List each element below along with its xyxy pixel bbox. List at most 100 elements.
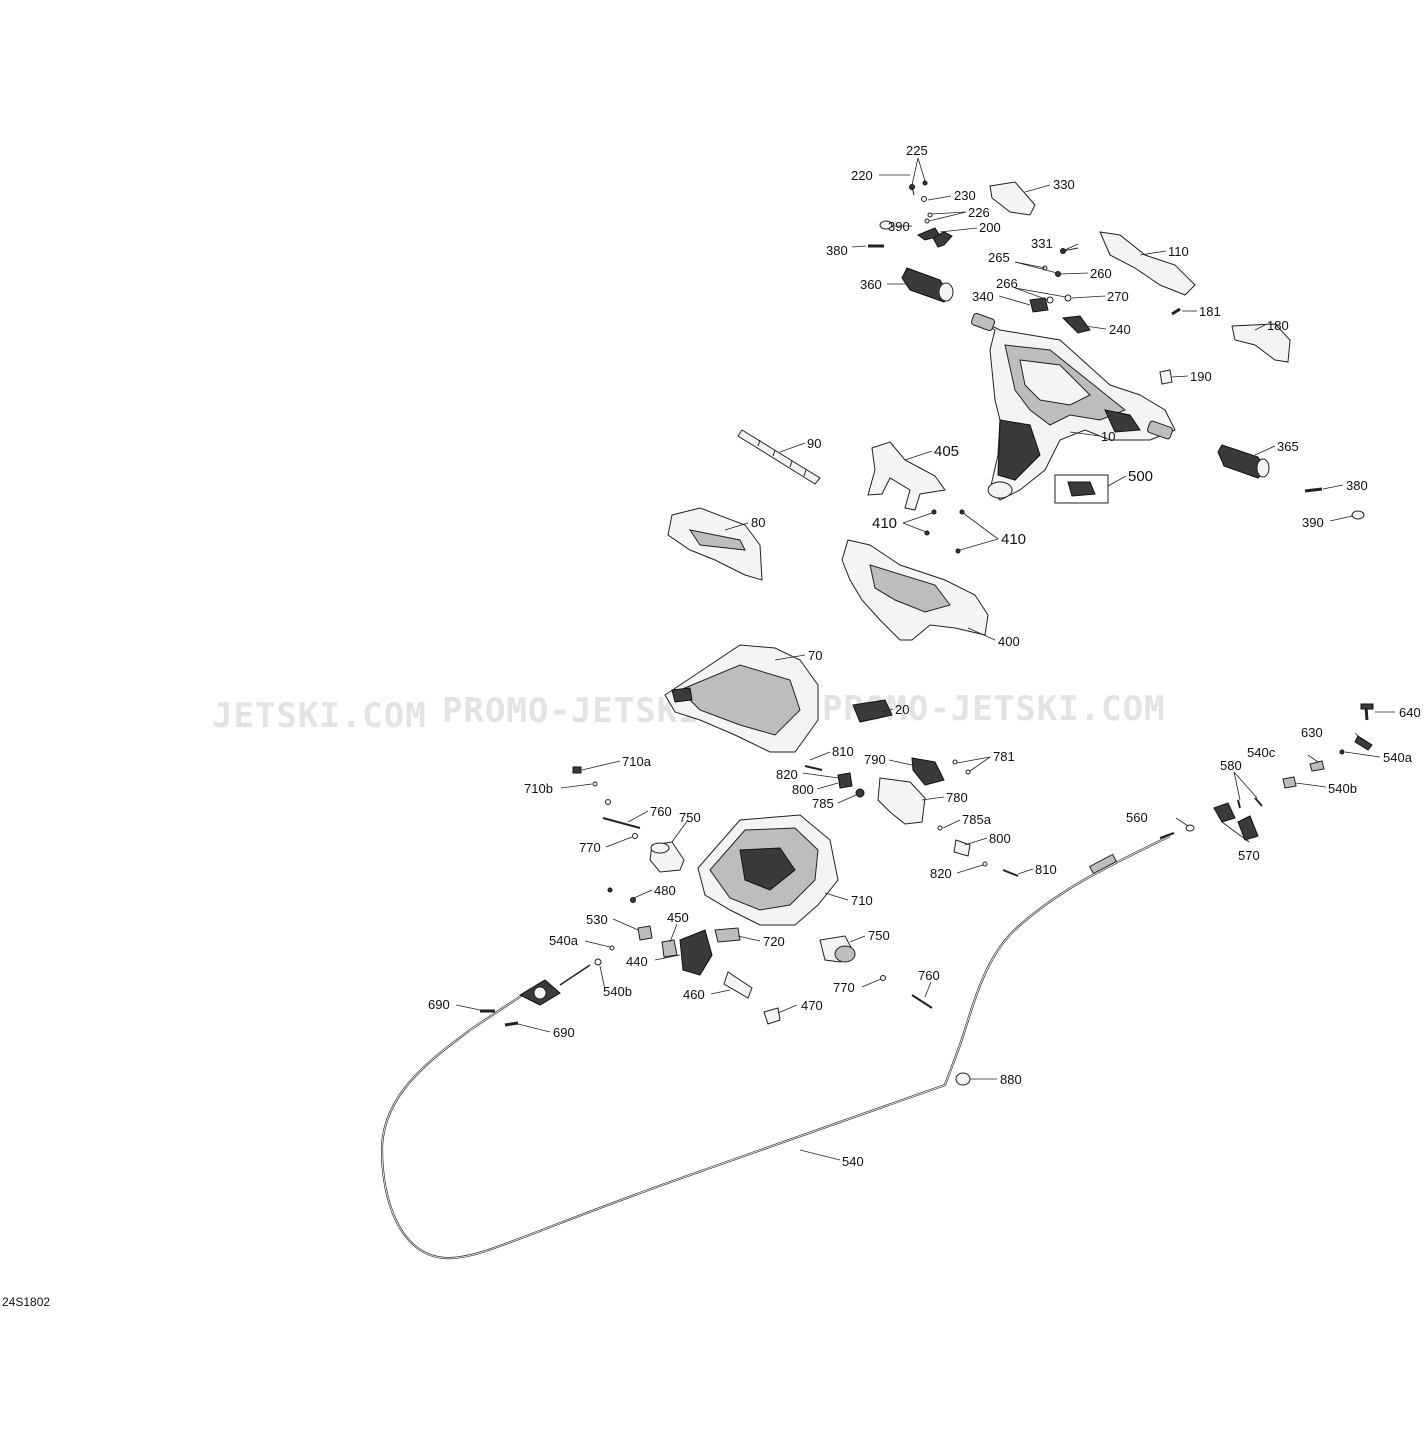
callout-90: 90 — [807, 436, 821, 451]
callout-710a: 710a — [622, 754, 652, 769]
callout-80: 80 — [751, 515, 765, 530]
fasteners-410 — [924, 509, 965, 554]
callout-750-bottom: 750 — [868, 928, 890, 943]
callout-10: 10 — [1101, 429, 1115, 444]
console-400 — [841, 539, 989, 641]
callout-500: 500 — [1128, 468, 1153, 485]
callout-110: 110 — [1168, 244, 1189, 259]
callout-410-right: 410 — [1001, 531, 1026, 548]
diagram-code: 24S1802 — [2, 1295, 50, 1309]
callout-20: 20 — [895, 702, 909, 717]
callout-230: 230 — [954, 188, 976, 203]
callout-880: 880 — [1000, 1072, 1022, 1087]
bracket-780-790 — [804, 757, 1019, 877]
callout-226: 226 — [968, 205, 990, 220]
callout-265: 265 — [988, 250, 1010, 265]
callout-390-top: 390 — [888, 219, 910, 234]
callout-570: 570 — [1238, 848, 1260, 863]
part-20 — [852, 699, 893, 723]
callout-790: 790 — [864, 752, 886, 767]
callout-630: 630 — [1301, 725, 1323, 740]
cable-end-690 — [480, 964, 591, 1027]
callout-540b-right: 540b — [1328, 781, 1357, 796]
callout-450: 450 — [667, 910, 689, 925]
callout-560: 560 — [1126, 810, 1148, 825]
callout-800-bottom: 800 — [989, 831, 1011, 846]
callout-180: 180 — [1267, 318, 1289, 333]
grip-left-360 — [901, 267, 954, 303]
cover-110 — [1099, 231, 1196, 296]
callout-380-top: 380 — [826, 243, 848, 258]
callout-760-top: 760 — [650, 804, 672, 819]
callout-330: 330 — [1053, 177, 1075, 192]
bushing-750-left — [649, 841, 685, 873]
callout-340: 340 — [972, 289, 994, 304]
callout-810-bottom: 810 — [1035, 862, 1057, 877]
callout-220: 220 — [851, 168, 873, 183]
callout-540c: 540c — [1247, 745, 1276, 760]
callout-260: 260 — [1090, 266, 1112, 281]
callout-580: 580 — [1220, 758, 1242, 773]
right-fasteners — [1185, 703, 1374, 841]
cover-180 — [1231, 323, 1291, 363]
callout-540a-left: 540a — [549, 933, 579, 948]
bushing-750-right — [819, 935, 856, 963]
callout-720: 720 — [763, 934, 785, 949]
callout-540a-right: 540a — [1383, 750, 1413, 765]
callout-800-top: 800 — [792, 782, 814, 797]
throttle-cable-540 — [380, 832, 1175, 1260]
callout-400: 400 — [998, 634, 1020, 649]
callout-460: 460 — [683, 987, 705, 1002]
callout-780: 780 — [946, 790, 968, 805]
callout-70: 70 — [808, 648, 822, 663]
callout-785: 785 — [812, 796, 834, 811]
callout-770-top: 770 — [579, 840, 601, 855]
callout-530: 530 — [586, 912, 608, 927]
callout-480: 480 — [654, 883, 676, 898]
callout-640: 640 — [1399, 705, 1421, 720]
callout-710b: 710b — [524, 781, 553, 796]
left-fasteners — [572, 766, 641, 839]
callout-810-top: 810 — [832, 744, 854, 759]
callout-470: 470 — [801, 998, 823, 1013]
clamp-880 — [955, 1072, 971, 1086]
lower-middle-parts — [594, 887, 933, 1025]
handlebar-bracket-10 — [970, 312, 1176, 501]
callout-820-top: 820 — [776, 767, 798, 782]
callout-820-bottom: 820 — [930, 866, 952, 881]
callout-710: 710 — [851, 893, 873, 908]
top-fasteners — [868, 180, 1181, 385]
callout-365: 365 — [1277, 439, 1299, 454]
bracket-710 — [697, 814, 839, 926]
callout-270: 270 — [1107, 289, 1129, 304]
callout-785a: 785a — [962, 812, 992, 827]
callout-781: 781 — [993, 749, 1015, 764]
callout-331: 331 — [1031, 236, 1053, 251]
trim-strip-90 — [737, 429, 821, 485]
callout-190: 190 — [1190, 369, 1212, 384]
callout-540b-left: 540b — [603, 984, 632, 999]
callout-380-right: 380 — [1346, 478, 1368, 493]
callout-405: 405 — [934, 443, 959, 460]
callout-360: 360 — [860, 277, 882, 292]
callout-750-top: 750 — [679, 810, 701, 825]
callout-240: 240 — [1109, 322, 1131, 337]
callout-770-bottom: 770 — [833, 980, 855, 995]
callout-410-left: 410 — [872, 515, 897, 532]
callout-390-right: 390 — [1302, 515, 1324, 530]
watermark-jetski: JETSKI.COM — [212, 696, 427, 736]
grip-right-365 — [1217, 444, 1365, 520]
housing-70 — [664, 644, 819, 753]
callout-200: 200 — [979, 220, 1001, 235]
callout-760-bottom: 760 — [918, 968, 940, 983]
callout-181: 181 — [1199, 304, 1221, 319]
callout-690-top: 690 — [428, 997, 450, 1012]
switch-module-500 — [1054, 474, 1109, 504]
callout-225: 225 — [906, 143, 928, 158]
bracket-405 — [867, 441, 946, 511]
callout-440: 440 — [626, 954, 648, 969]
callout-labels: 225 220 230 330 226 390 200 331 380 110 … — [428, 143, 1421, 1169]
panel-80 — [667, 507, 763, 581]
